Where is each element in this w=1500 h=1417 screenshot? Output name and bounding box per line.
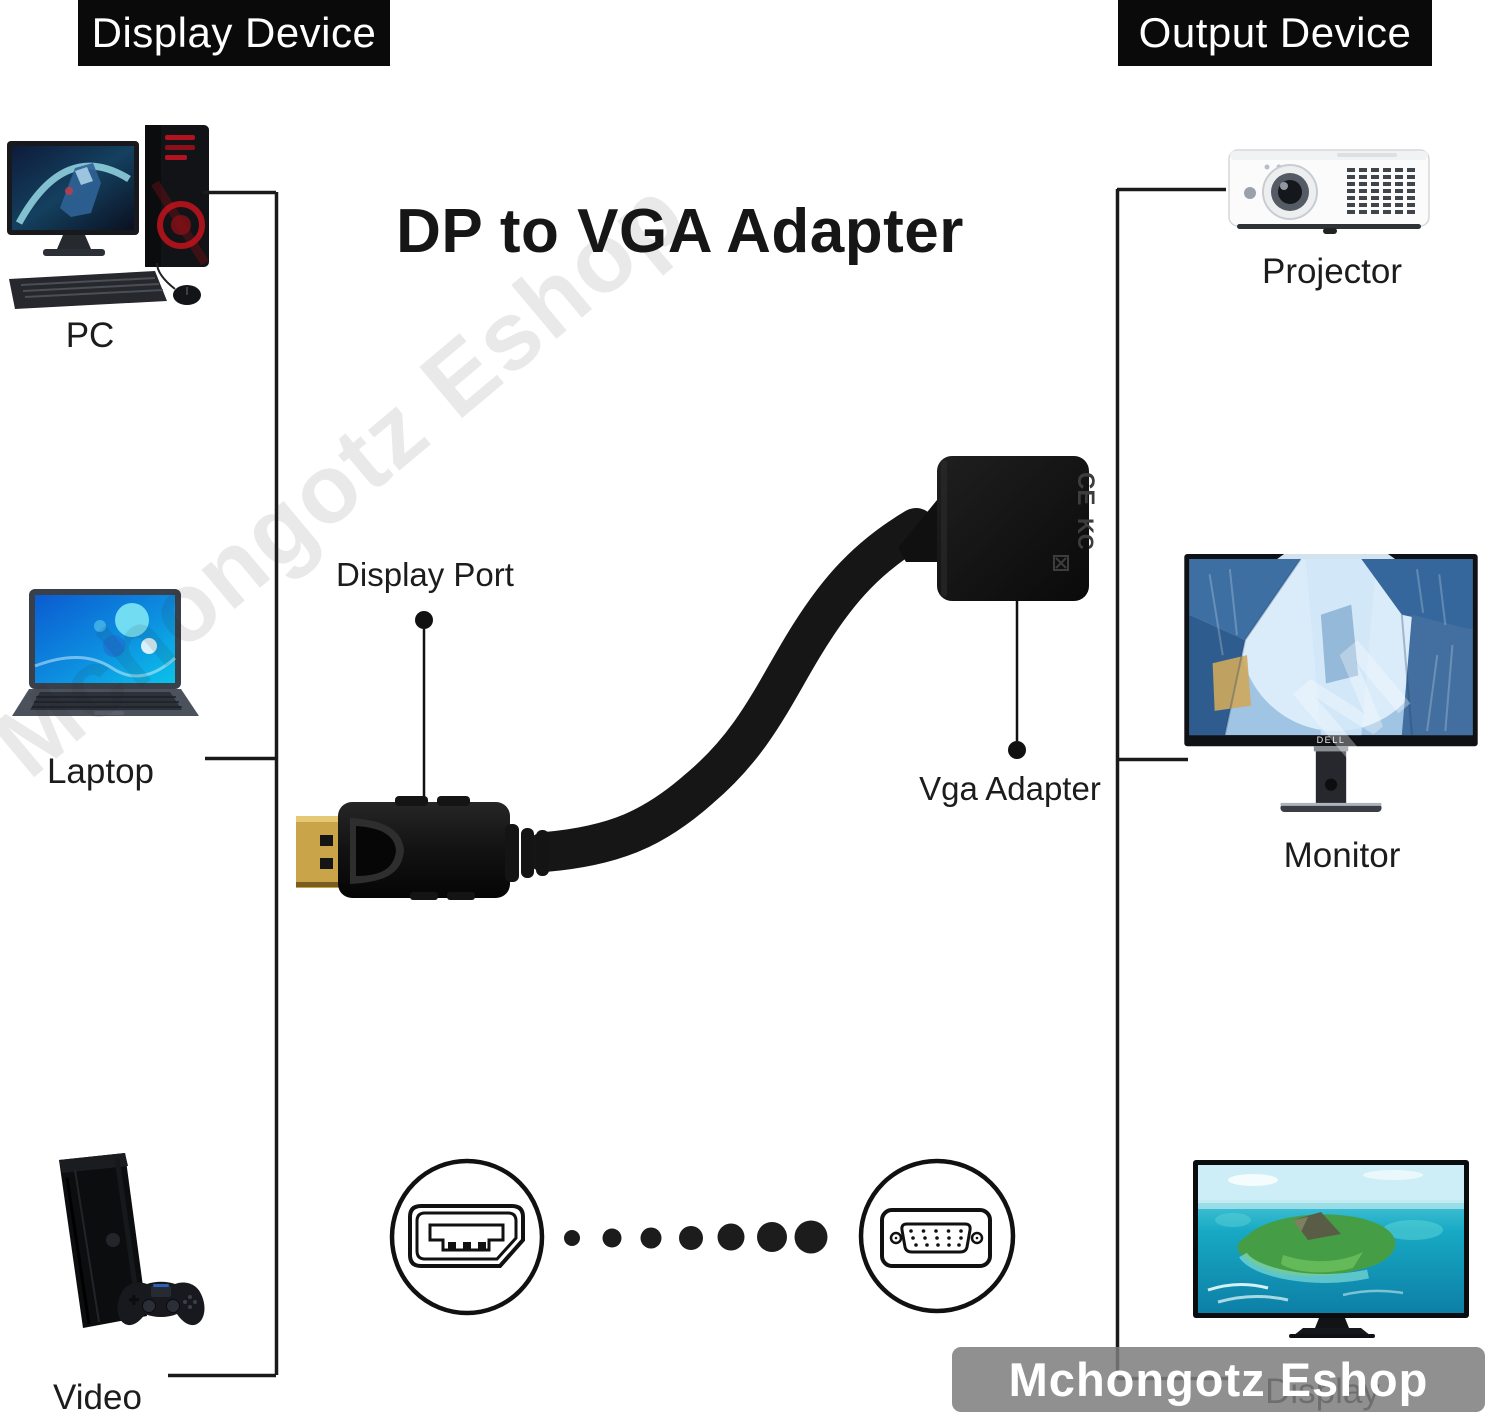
- monitor-brand-logo: DELL: [1317, 735, 1346, 745]
- vga-pins: [909, 1229, 963, 1247]
- display-device-header: Display Device: [78, 0, 390, 66]
- page-title: DP to VGA Adapter: [396, 197, 964, 266]
- dp-plug-gold-tip: [296, 816, 343, 888]
- dp-pointer: [415, 611, 433, 822]
- footer-watermark-text: Mchongotz Eshop: [1008, 1353, 1429, 1406]
- projector-image: [1227, 140, 1432, 240]
- monitor-image: DELL: [1183, 554, 1479, 812]
- vga-icon: [858, 1158, 1016, 1314]
- projector-icon: [1228, 149, 1430, 234]
- footer-watermark-box: [952, 1347, 1485, 1412]
- projector-label: Projector: [1261, 252, 1403, 291]
- monitor-icon: DELL: [1184, 554, 1478, 812]
- pc-label: PC: [65, 316, 115, 355]
- right-connector-lines: [1115, 187, 1232, 1381]
- vga-adapter-label: Vga Adapter: [919, 770, 1101, 807]
- display-device-header-label: Display Device: [91, 9, 377, 56]
- weee-icon: [1053, 555, 1069, 571]
- transition-dots: [564, 1220, 828, 1254]
- left-connector-lines: [168, 190, 279, 1378]
- vga-housing: CE KC: [937, 456, 1099, 601]
- tv-image: [1193, 1160, 1471, 1346]
- laptop-icon: [12, 589, 199, 716]
- ce-mark: CE: [1072, 472, 1099, 505]
- game-console-icon: [59, 1153, 205, 1328]
- laptop-label: Laptop: [46, 752, 155, 791]
- dp-plug-body: [338, 796, 510, 900]
- output-device-header: Output Device: [1118, 0, 1432, 66]
- videogames-image: [25, 1148, 230, 1348]
- displayport-icon: [389, 1158, 545, 1316]
- kc-mark: KC: [1073, 518, 1098, 550]
- pc-image: [5, 113, 235, 318]
- cable-boot-ribs: [505, 824, 549, 882]
- adapter-cable: [525, 508, 936, 872]
- strain-relief: [898, 500, 937, 562]
- output-device-header-label: Output Device: [1138, 9, 1412, 56]
- pc-icon: [7, 125, 209, 309]
- display-port-label: Display Port: [336, 556, 514, 593]
- dp-to-vga-adapter-image: CE KC: [296, 456, 1099, 900]
- monitor-label: Monitor: [1283, 836, 1401, 875]
- laptop-image: [12, 588, 202, 728]
- tv-icon: [1193, 1160, 1469, 1338]
- videogames-label: Video games: [53, 1378, 142, 1417]
